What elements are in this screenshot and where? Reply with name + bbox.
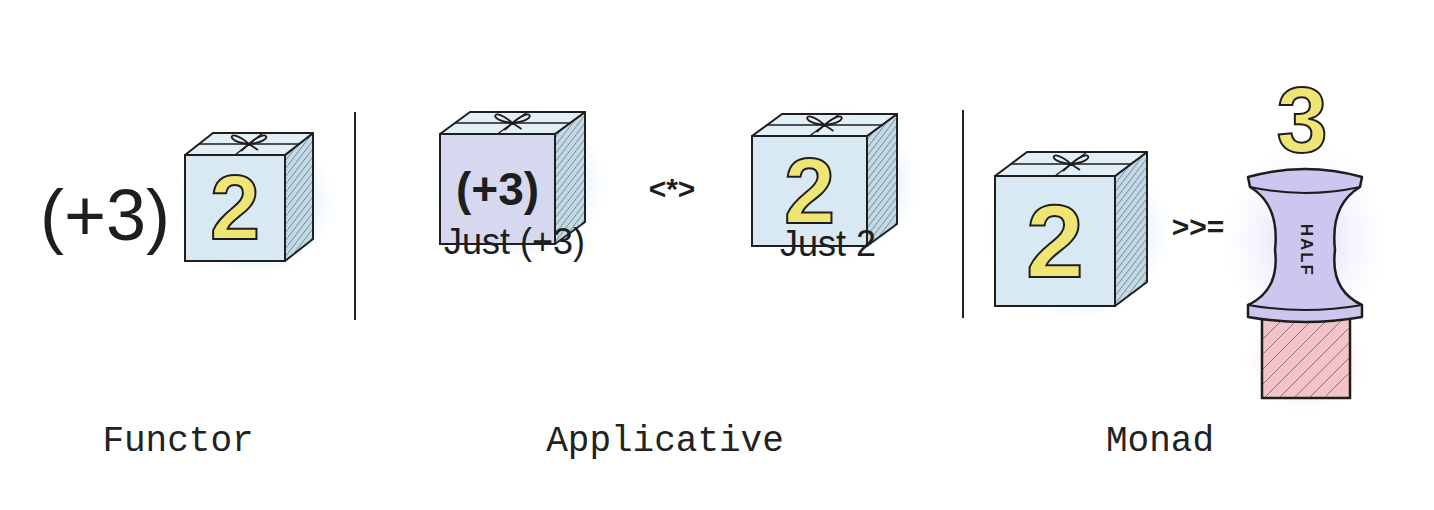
machine-label: HALF	[1296, 223, 1315, 276]
box-hatching	[285, 69, 313, 313]
box-glow	[175, 125, 335, 277]
box-content: 2	[1026, 189, 1084, 293]
half-machine: HALF	[1240, 165, 1370, 325]
box-caption: Just 2	[780, 222, 876, 265]
function-label: (+3)	[40, 176, 170, 255]
ribbon	[1011, 152, 1131, 176]
box-content: (+3)	[456, 164, 539, 215]
chute-glow	[1244, 312, 1368, 412]
box-glow	[985, 144, 1169, 322]
operator-symbol: <*>	[649, 172, 696, 205]
section-divider	[962, 110, 964, 318]
box-top	[752, 114, 897, 136]
ribbon	[199, 133, 299, 155]
operator-symbol: >>=	[1172, 210, 1225, 243]
box-caption: Just (+3)	[444, 220, 585, 263]
result-value: 3	[1276, 74, 1327, 166]
box-top	[995, 152, 1147, 176]
box-hatching	[1115, 78, 1147, 368]
box-front	[995, 176, 1115, 306]
gift-box: 2	[185, 133, 313, 261]
section-caption: Applicative	[546, 422, 784, 462]
machine-body	[1248, 169, 1362, 322]
box-top	[185, 133, 313, 155]
gift-box: 2Just 2	[752, 114, 897, 246]
section-divider	[354, 112, 356, 320]
box-content: 2	[210, 163, 260, 253]
box-top	[440, 112, 585, 134]
ribbon-bow	[807, 117, 842, 132]
ribbon-bow	[232, 136, 267, 151]
section-caption: Functor	[102, 422, 253, 462]
gift-box: (+3)Just (+3)	[440, 112, 585, 244]
machine-glow	[1225, 140, 1385, 340]
chute-hatching	[1262, 318, 1350, 398]
box-side	[1115, 152, 1147, 306]
box-front	[185, 155, 285, 261]
section-caption: Monad	[1106, 422, 1214, 462]
ribbon	[455, 112, 570, 134]
gift-box: 2	[995, 152, 1147, 306]
ribbon-bow	[495, 115, 530, 130]
ribbon-bow	[1054, 156, 1089, 171]
ribbon	[767, 114, 882, 136]
machine-rim	[1248, 187, 1362, 310]
